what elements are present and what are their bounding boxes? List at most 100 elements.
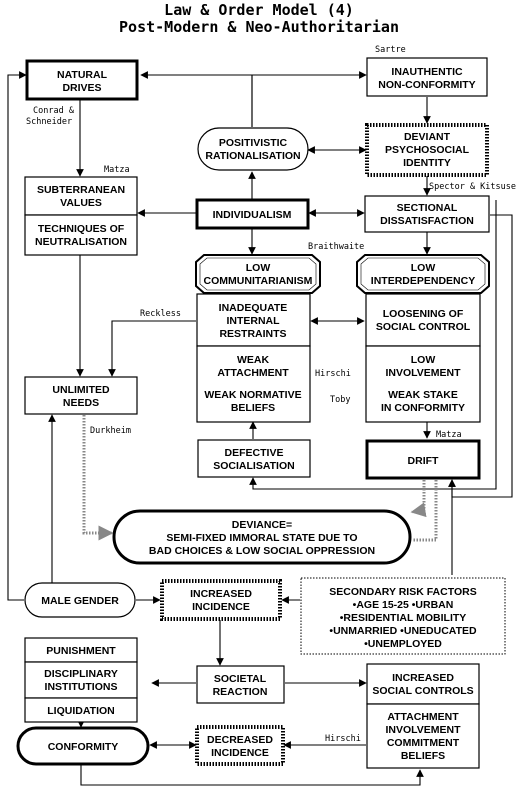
svg-text:REACTION: REACTION (213, 686, 268, 698)
theorist-hirschi-mid: Hirschi (315, 369, 351, 379)
svg-text:LIQUIDATION: LIQUIDATION (47, 705, 114, 717)
defective-socialisation-node: DEFECTIVE SOCIALISATION (197, 439, 311, 478)
svg-text:DEFECTIVE: DEFECTIVE (225, 447, 284, 459)
theorist-conrad: Conrad & (33, 106, 75, 116)
conformity-node: CONFORMITY (16, 726, 150, 766)
secondary-risk-factors-node: SECONDARY RISK FACTORS •AGE 15-25 •URBAN… (300, 577, 506, 655)
connectors (7, 71, 513, 786)
increased-incidence-node: INCREASED INCIDENCE (160, 579, 282, 621)
svg-text:NEUTRALISATION: NEUTRALISATION (35, 236, 127, 248)
svg-text:NEEDS: NEEDS (63, 397, 99, 409)
weak-attachment-node: WEAK ATTACHMENT WEAK NORMATIVE BELIEFS (196, 345, 311, 423)
inadequate-restraints-node: INADEQUATE INTERNAL RESTRAINTS (196, 293, 311, 347)
theorist-hirschi-bottom: Hirschi (325, 734, 361, 744)
svg-text:DRIFT: DRIFT (408, 455, 439, 467)
theorist-braithwaite: Braithwaite (308, 242, 364, 252)
svg-text:INVOLVEMENT: INVOLVEMENT (385, 724, 461, 736)
techniques-neutralisation-node: TECHNIQUES OF NEUTRALISATION (24, 214, 138, 256)
svg-text:DISSATISFACTION: DISSATISFACTION (380, 215, 474, 227)
svg-text:BAD CHOICES & LOW SOCIAL OPPRE: BAD CHOICES & LOW SOCIAL OPPRESSION (149, 545, 375, 557)
theorist-labels: Sartre Conrad & Schneider Matza Spector … (26, 45, 516, 744)
theorist-schneider: Schneider (26, 117, 72, 127)
svg-text:LOW: LOW (411, 354, 436, 366)
unlimited-needs-node: UNLIMITED NEEDS (24, 376, 138, 415)
title-line-1: Law & Order Model (4) (164, 1, 354, 19)
svg-text:LOOSENING OF: LOOSENING OF (383, 308, 464, 320)
svg-text:INCIDENCE: INCIDENCE (192, 601, 250, 613)
svg-text:RESTRAINTS: RESTRAINTS (219, 328, 286, 340)
theorist-matza-top: Matza (104, 165, 130, 175)
svg-text:LOW: LOW (246, 262, 271, 274)
low-interdependency-node: LOW INTERDEPENDENCY (356, 254, 490, 294)
theorist-matza-drift: Matza (436, 430, 462, 440)
svg-text:IN CONFORMITY: IN CONFORMITY (381, 402, 465, 414)
svg-text:INCREASED: INCREASED (190, 588, 252, 600)
individualism-node: INDIVIDUALISM (195, 198, 310, 230)
svg-text:PUNISHMENT: PUNISHMENT (46, 645, 116, 657)
svg-text:POSITIVISTIC: POSITIVISTIC (219, 137, 288, 149)
svg-text:SOCIETAL: SOCIETAL (214, 673, 267, 685)
svg-text:UNLIMITED: UNLIMITED (52, 384, 110, 396)
svg-text:VALUES: VALUES (60, 197, 102, 209)
svg-text:NON-CONFORMITY: NON-CONFORMITY (378, 79, 475, 91)
svg-text:DECREASED: DECREASED (207, 734, 273, 746)
svg-text:CONFORMITY: CONFORMITY (48, 741, 119, 753)
svg-text:•UNEMPLOYED: •UNEMPLOYED (364, 638, 442, 650)
svg-text:SEMI-FIXED IMMORAL STATE DUE T: SEMI-FIXED IMMORAL STATE DUE TO (166, 532, 357, 544)
low-communitarianism-node: LOW COMMUNITARIANISM (195, 254, 321, 294)
svg-text:INTERNAL: INTERNAL (226, 315, 280, 327)
svg-text:INCREASED: INCREASED (392, 672, 454, 684)
svg-text:PSYCHOSOCIAL: PSYCHOSOCIAL (385, 144, 470, 156)
svg-text:INDIVIDUALISM: INDIVIDUALISM (213, 209, 292, 221)
theorist-durkheim: Durkheim (90, 426, 131, 436)
title-line-2: Post-Modern & Neo-Authoritarian (119, 18, 399, 36)
svg-text:SUBTERRANEAN: SUBTERRANEAN (37, 184, 125, 196)
disciplinary-institutions-node: DISCIPLINARY INSTITUTIONS (24, 661, 138, 699)
svg-text:DEVIANCE=: DEVIANCE= (232, 519, 292, 531)
deviance-node: DEVIANCE= SEMI-FIXED IMMORAL STATE DUE T… (112, 509, 412, 565)
svg-text:INVOLVEMENT: INVOLVEMENT (385, 367, 461, 379)
svg-text:SOCIAL CONTROLS: SOCIAL CONTROLS (372, 685, 473, 697)
svg-text:WEAK: WEAK (237, 354, 269, 366)
natural-drives-node: NATURAL DRIVES (25, 59, 139, 101)
drift-node: DRIFT (365, 439, 481, 480)
deviance-feeds (82, 415, 438, 542)
svg-text:•RESIDENTIAL MOBILITY: •RESIDENTIAL MOBILITY (340, 612, 467, 624)
societal-reaction-node: SOCIETAL REACTION (196, 665, 285, 704)
positivistic-rationalisation-node: POSITIVISTIC RATIONALISATION (197, 127, 309, 171)
liquidation-node: LIQUIDATION (24, 697, 138, 723)
svg-text:INADEQUATE: INADEQUATE (219, 302, 288, 314)
svg-text:SOCIAL CONTROL: SOCIAL CONTROL (376, 321, 471, 333)
theorist-toby: Toby (330, 395, 350, 405)
svg-text:COMMITMENT: COMMITMENT (387, 737, 460, 749)
svg-text:INSTITUTIONS: INSTITUTIONS (45, 681, 118, 693)
svg-text:IDENTITY: IDENTITY (403, 157, 451, 169)
svg-text:SECTIONAL: SECTIONAL (397, 202, 458, 214)
svg-text:SECONDARY RISK FACTORS: SECONDARY RISK FACTORS (329, 586, 476, 598)
svg-text:SOCIALISATION: SOCIALISATION (213, 460, 294, 472)
svg-text:INCIDENCE: INCIDENCE (211, 747, 269, 759)
weak-stake-label: WEAK STAKE (388, 389, 458, 401)
svg-text:BELIEFS: BELIEFS (401, 750, 445, 762)
svg-text:RATIONALISATION: RATIONALISATION (205, 150, 300, 162)
increased-social-controls-node: INCREASED SOCIAL CONTROLS (366, 663, 480, 705)
svg-text:INTERDEPENDENCY: INTERDEPENDENCY (371, 275, 475, 287)
punishment-node: PUNISHMENT (24, 637, 138, 663)
decreased-incidence-node: DECREASED INCIDENCE (195, 725, 285, 766)
sectional-dissatisfaction-node: SECTIONAL DISSATISFACTION (364, 195, 490, 233)
svg-text:ATTACHMENT: ATTACHMENT (387, 711, 459, 723)
svg-text:INAUTHENTIC: INAUTHENTIC (391, 66, 463, 78)
svg-text:DISCIPLINARY: DISCIPLINARY (44, 668, 118, 680)
theorist-spector-kitsuse: Spector & Kitsuse (429, 182, 516, 192)
svg-text:•AGE 15-25 •URBAN: •AGE 15-25 •URBAN (353, 599, 454, 611)
deviant-identity-node: DEVIANT PSYCHOSOCIAL IDENTITY (365, 123, 489, 177)
loosening-social-control-node: LOOSENING OF SOCIAL CONTROL (365, 293, 481, 347)
male-gender-node: MALE GENDER (24, 582, 136, 618)
svg-text:ATTACHMENT: ATTACHMENT (217, 367, 289, 379)
svg-text:LOW: LOW (411, 262, 436, 274)
svg-text:DRIVES: DRIVES (62, 82, 101, 94)
svg-text:NATURAL: NATURAL (57, 69, 108, 81)
svg-text:MALE GENDER: MALE GENDER (41, 595, 119, 607)
attachment-involvement-node: ATTACHMENT INVOLVEMENT COMMITMENT BELIEF… (366, 703, 480, 769)
